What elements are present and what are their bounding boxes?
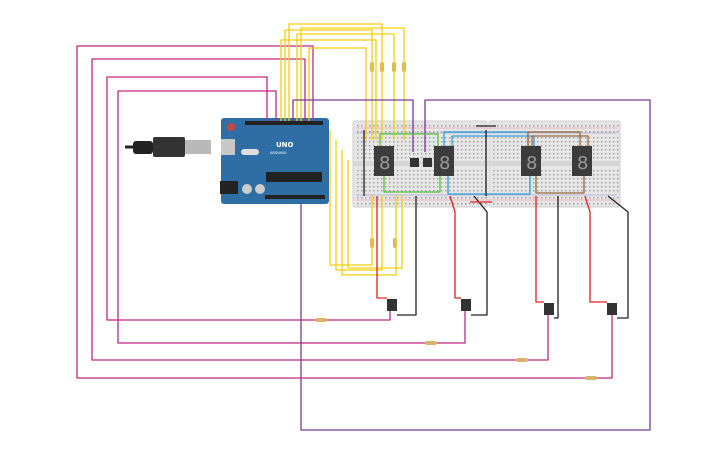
breadboard-jumpers[interactable] — [363, 125, 589, 196]
display-3 — [521, 146, 541, 176]
svg-text:8: 8 — [439, 153, 450, 174]
sensor-1 — [387, 299, 397, 311]
arduino-uno-board[interactable]: UNO ARDUINO — [125, 118, 329, 204]
resistors[interactable] — [315, 62, 597, 380]
svg-text:8: 8 — [379, 153, 390, 174]
yellow-wires[interactable] — [280, 23, 405, 276]
display-2 — [434, 146, 454, 176]
sensor-4 — [607, 303, 617, 315]
seven-segment-displays: 8 8 8 8 — [374, 146, 592, 176]
pushbuttons[interactable] — [410, 158, 432, 167]
sensors[interactable] — [387, 299, 617, 315]
sensor-2 — [461, 299, 471, 311]
display-4 — [572, 146, 592, 176]
display-1 — [374, 146, 394, 176]
sensor-wires[interactable] — [376, 195, 629, 319]
purple-wires[interactable] — [292, 99, 651, 431]
sensor-3 — [544, 303, 554, 315]
arduino-logo-text: UNO — [276, 141, 294, 149]
svg-text:8: 8 — [577, 153, 588, 174]
pink-wires[interactable] — [76, 45, 613, 379]
svg-text:8: 8 — [526, 153, 537, 174]
arduino-brand-text: ARDUINO — [270, 151, 287, 155]
